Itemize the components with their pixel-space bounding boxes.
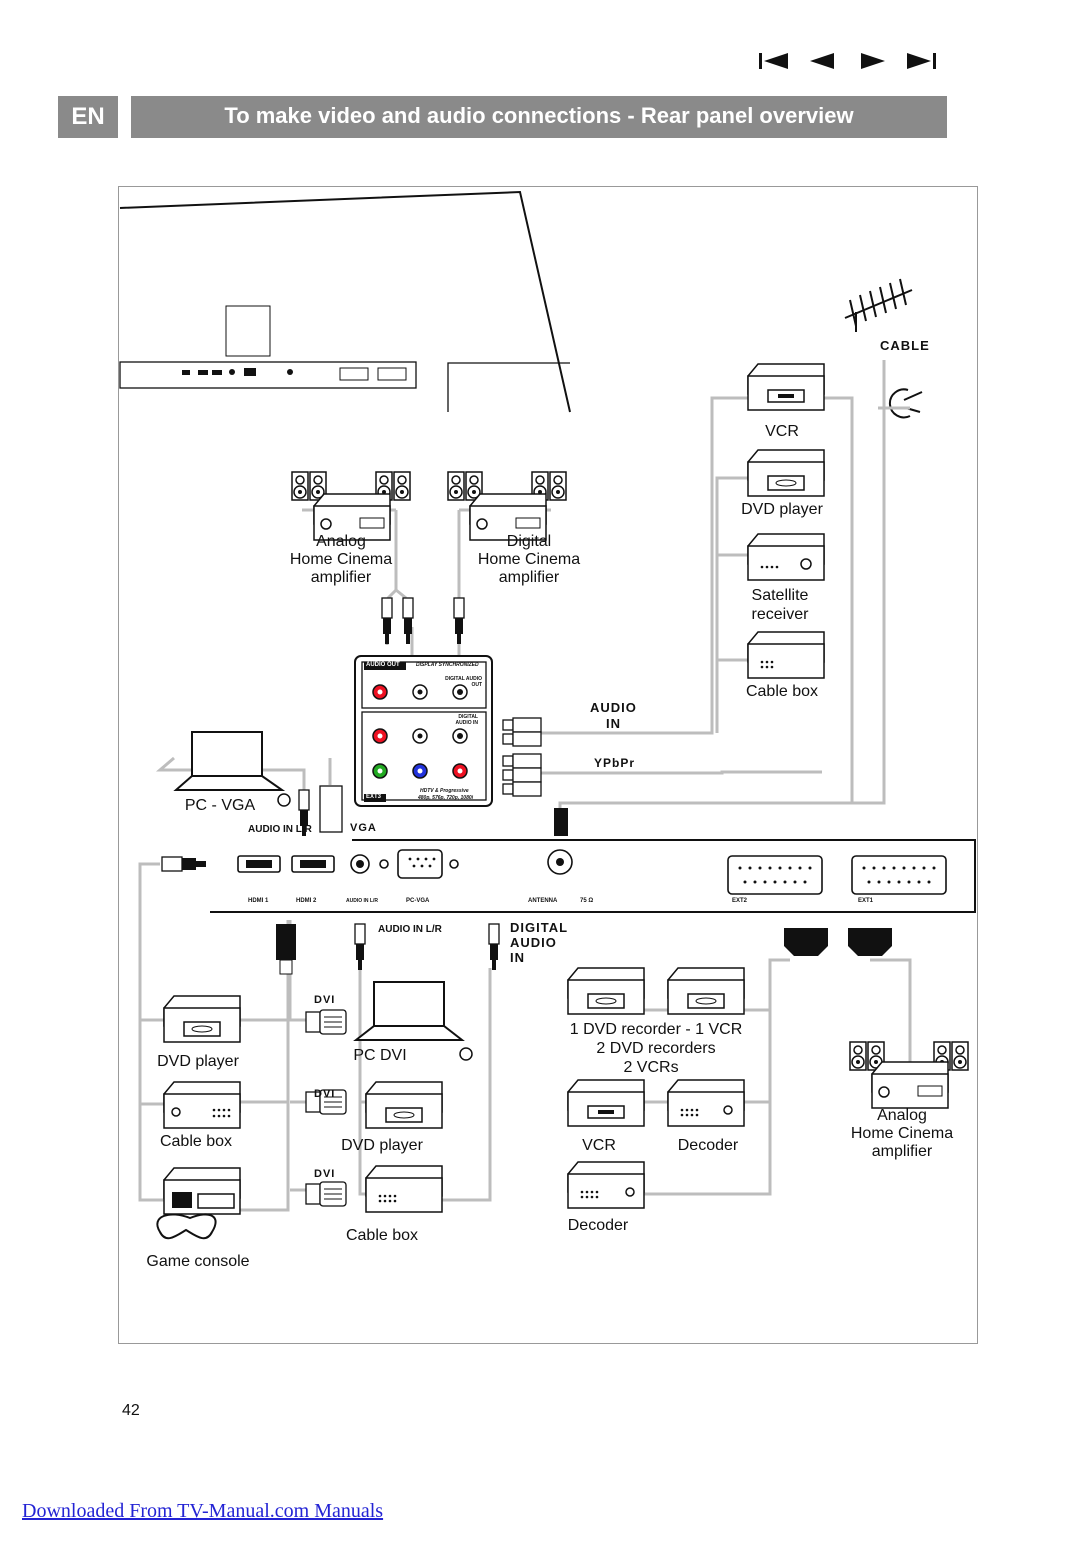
- hdmi2-label: HDMI 2: [296, 898, 317, 904]
- antenna-label: ANTENNA: [528, 898, 558, 904]
- vga-label: VGA: [350, 822, 377, 834]
- first-page-icon[interactable]: [757, 48, 791, 74]
- cable-box-left-label: Cable box: [159, 1133, 233, 1150]
- audio-in-lr-bottom-label: AUDIO IN L/R: [378, 924, 442, 935]
- cable-label: CABLE: [880, 338, 930, 353]
- page-number: 42: [122, 1402, 140, 1419]
- recorder-label-3: 2 VCRs: [623, 1059, 679, 1076]
- dvd-left-label: DVD player: [157, 1053, 239, 1070]
- decoder-label-1: Decoder: [677, 1137, 739, 1154]
- cable-box-top-label: Cable box: [745, 683, 819, 700]
- dvd-top-label: DVD player: [741, 501, 823, 518]
- cable-box-mid-label: Cable box: [345, 1227, 419, 1244]
- dvi-label-1: DVI: [314, 994, 336, 1006]
- panel-digital-audio-in: DIGITAL AUDIO IN: [455, 714, 479, 726]
- satellite-label-2: receiver: [751, 606, 809, 623]
- panel-audio-out: AUDIO OUT: [366, 662, 400, 668]
- satellite-label-1: Satellite: [751, 587, 809, 604]
- ext1-label: EXT1: [858, 898, 874, 904]
- vcr-bottom-label: VCR: [582, 1137, 616, 1154]
- previous-page-icon[interactable]: [806, 48, 840, 74]
- analog-right-label-1: Analog: [877, 1107, 927, 1124]
- diagram-frame: [118, 186, 978, 1344]
- ypbpr-label: YPbPr: [594, 756, 636, 770]
- dvi-label-2: DVI: [314, 1088, 336, 1100]
- analog-amp-label-1: Analog: [316, 533, 366, 550]
- language-badge: EN: [58, 96, 118, 138]
- vcr-top-label: VCR: [765, 423, 799, 440]
- panel-display-sync: DISPLAY SYNCHRONIZED: [416, 662, 479, 668]
- panel-hdtv: HDTV & Progressive: [420, 788, 469, 794]
- analog-right-label-3: amplifier: [871, 1143, 933, 1160]
- dvi-label-3: DVI: [314, 1168, 336, 1180]
- digital-audio-in-label-2: AUDIO: [510, 935, 557, 950]
- next-page-icon[interactable]: [855, 48, 889, 74]
- analog-amp-label-3: amplifier: [310, 569, 372, 586]
- panel-resolutions: 480p, 576p, 720p, 1080i: [418, 795, 474, 801]
- dvd-mid-label: DVD player: [341, 1137, 423, 1154]
- game-console-label: Game console: [146, 1253, 250, 1270]
- decoder-label-2: Decoder: [567, 1217, 629, 1234]
- analog-right-label-2: Home Cinema: [850, 1125, 954, 1142]
- digital-audio-in-label-3: IN: [510, 950, 525, 965]
- panel-ext3: EXT3: [366, 794, 382, 800]
- recorder-label-2: 2 DVD recorders: [596, 1040, 716, 1057]
- audio-in-label-1: AUDIO: [590, 700, 637, 715]
- page-title: To make video and audio connections - Re…: [131, 96, 947, 138]
- pc-vga-small-label: PC-VGA: [406, 898, 430, 904]
- ext2-label: EXT2: [732, 898, 748, 904]
- pc-dvi-label: PC DVI: [353, 1047, 407, 1064]
- audio-in-lr-small-label: AUDIO IN L/R: [346, 898, 378, 904]
- digital-amp-label-3: amplifier: [498, 569, 560, 586]
- ohm-label: 75 Ω: [580, 898, 594, 904]
- footer-download-link[interactable]: Downloaded From TV-Manual.com Manuals: [22, 1500, 384, 1522]
- panel-digital-audio-out: DIGITAL AUDIO OUT: [445, 676, 482, 688]
- digital-amp-label-1: Digital: [506, 533, 552, 550]
- hdmi1-label: HDMI 1: [248, 898, 269, 904]
- analog-amp-label-2: Home Cinema: [289, 551, 393, 568]
- digital-amp-label-2: Home Cinema: [477, 551, 581, 568]
- recorder-label-1: 1 DVD recorder - 1 VCR: [569, 1021, 743, 1038]
- digital-audio-in-label-1: DIGITAL: [510, 920, 569, 935]
- pc-vga-label: PC - VGA: [184, 797, 256, 814]
- last-page-icon[interactable]: [904, 48, 938, 74]
- audio-in-label-2: IN: [606, 716, 621, 731]
- audio-in-lr-label: AUDIO IN L/R: [248, 824, 312, 835]
